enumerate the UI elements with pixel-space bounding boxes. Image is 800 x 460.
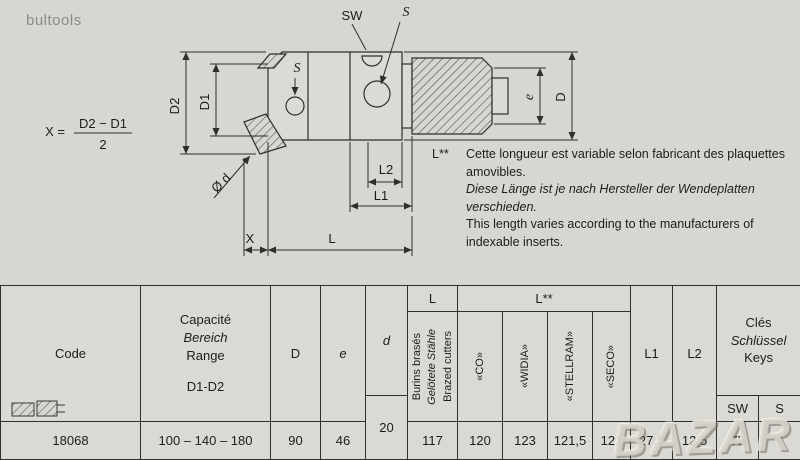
- col-header-brazed: Burins brasés Gelötete Stähle Brazed cut…: [407, 311, 458, 422]
- cell-sw: 75: [716, 421, 760, 460]
- brazed-line-de: Gelötete Stähle: [426, 328, 439, 405]
- formula-numerator: D2 − D1: [79, 116, 127, 131]
- col-header-seco: «SECO»: [591, 311, 632, 422]
- note-german: Diese Länge ist je nach Hersteller der W…: [466, 182, 755, 214]
- code-header-label: Code: [54, 346, 87, 361]
- screw-hole: [363, 80, 391, 108]
- cell-range: 100 – 140 – 180: [140, 421, 271, 460]
- cell-brazed: 117: [407, 421, 458, 460]
- cell-value-small-d: 20: [365, 395, 408, 460]
- capacity-line-de: Bereich: [183, 329, 228, 345]
- note-marker: L**: [432, 147, 449, 161]
- tool-thumbnail-icon: [11, 400, 65, 417]
- keys-line-de: Schlüssel: [730, 332, 787, 348]
- col-header-d: D: [270, 285, 321, 422]
- dim-phi-d-label: Ø d: [208, 170, 233, 195]
- dim-s-left-label: S: [294, 61, 301, 76]
- dim-l1-label: L1: [374, 188, 388, 203]
- sw-flat-slot: [361, 55, 383, 67]
- dim-l2-label: L2: [379, 162, 393, 177]
- note-english: This length varies according to the manu…: [466, 217, 754, 249]
- cell-d: 90: [270, 421, 321, 460]
- cell-l1: 27,5: [630, 421, 674, 460]
- dim-e-label: e: [522, 94, 537, 100]
- cell-stellram: 121,5: [547, 421, 593, 460]
- offset-formula: X = D2 − D1 2: [45, 116, 132, 152]
- col-header-l1: L1: [630, 285, 674, 422]
- dim-d-outer-label: D: [553, 92, 568, 101]
- cell-seco: 121: [591, 421, 632, 460]
- col-header-small-d: d: [365, 285, 408, 396]
- cell-l2: 12,5: [672, 421, 718, 460]
- spec-table: Code Capacité Bereich Range D1-D2 D: [0, 285, 800, 460]
- col-header-capacity: Capacité Bereich Range D1-D2: [140, 285, 271, 422]
- dim-sw-label: SW: [342, 8, 364, 23]
- table-row: 18068 100 – 140 – 180 90 46 117 120 123 …: [0, 421, 800, 460]
- dim-d1-label: D1: [197, 94, 212, 111]
- capacity-line-fr: Capacité: [179, 312, 232, 328]
- col-header-l2: L2: [672, 285, 718, 422]
- capacity-range-label: D1-D2: [186, 379, 225, 395]
- cell-code: 18068: [0, 421, 141, 460]
- insert-screw: [285, 96, 305, 116]
- dim-l-label: L: [328, 231, 335, 246]
- note-french: Cette longueur est variable selon fabric…: [466, 147, 785, 179]
- col-header-co: «CO»: [457, 311, 503, 422]
- cell-co: 120: [457, 421, 503, 460]
- col-header-l: L: [407, 285, 458, 312]
- cell-e: 46: [320, 421, 366, 460]
- maker-co-label: «CO»: [473, 352, 486, 381]
- brazed-line-fr: Burins brasés: [411, 332, 424, 401]
- maker-stellram-label: «STELLRAM»: [563, 331, 576, 402]
- col-header-stellram: «STELLRAM»: [547, 311, 593, 422]
- col-header-code: Code: [0, 285, 141, 422]
- keys-line-fr: Clés: [745, 315, 772, 331]
- site-watermark: bultools: [26, 12, 82, 29]
- length-note: L** Cette longueur est variable selon fa…: [432, 146, 788, 251]
- tool-technical-drawing: SW S S D2 D1 e D Ø d L2 L1 X L X = D2 − …: [45, 5, 578, 256]
- dim-d2-label: D2: [167, 98, 182, 115]
- formula-lhs: X =: [45, 124, 65, 139]
- formula-denominator: 2: [99, 137, 106, 152]
- col-header-s: S: [758, 395, 800, 422]
- bazar-watermark: BAZAR: [612, 407, 795, 460]
- dim-x-label: X: [246, 231, 255, 246]
- dimension-lines: [180, 51, 578, 256]
- keys-line-en: Keys: [744, 350, 773, 366]
- insert-bottom: [243, 113, 287, 155]
- brazed-line-en: Brazed cutters: [441, 331, 454, 402]
- col-header-widia: «WIDIA»: [502, 311, 548, 422]
- capacity-line-en: Range: [186, 347, 225, 363]
- maker-seco-label: «SECO»: [605, 344, 618, 389]
- col-header-e: e: [320, 285, 366, 422]
- dim-s-top-label: S: [403, 5, 410, 20]
- col-header-l-star: L**: [456, 285, 632, 312]
- col-header-keys: Clés Schlüssel Keys: [716, 285, 800, 396]
- tool-body: [243, 51, 509, 155]
- maker-widia-label: «WIDIA»: [518, 344, 531, 389]
- cell-widia: 123: [502, 421, 548, 460]
